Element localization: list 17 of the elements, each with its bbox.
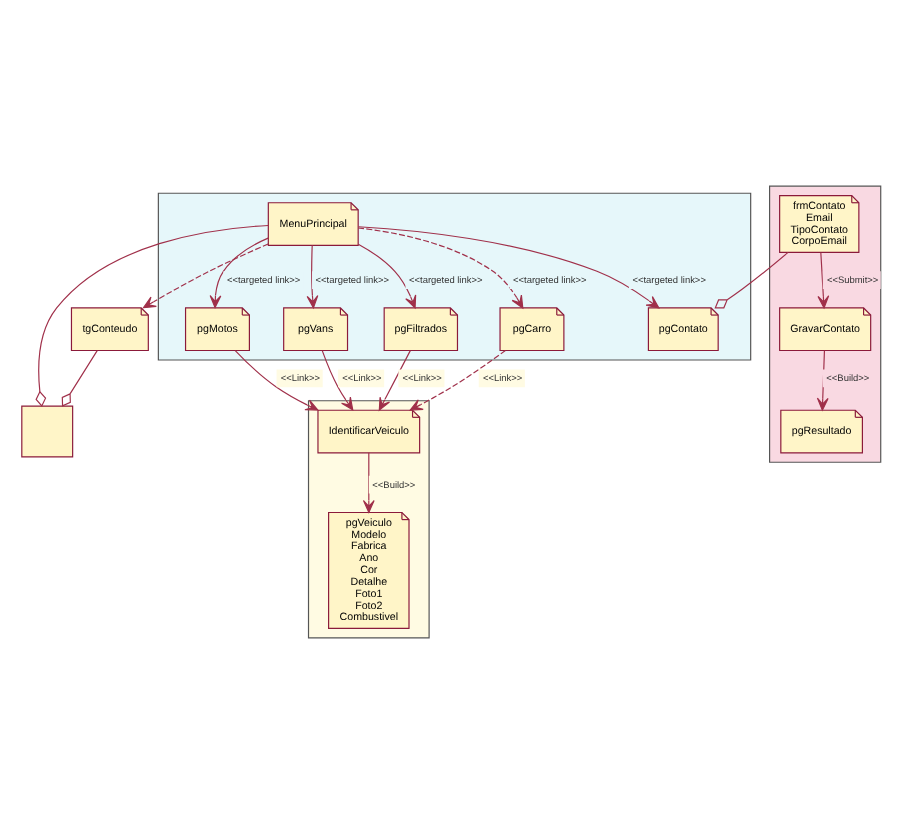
connector <box>714 250 789 308</box>
cluster <box>157 191 752 360</box>
arrow <box>357 226 524 308</box>
arrow <box>378 349 411 410</box>
connector <box>35 223 269 406</box>
arrow <box>362 451 375 512</box>
arrow <box>357 225 660 308</box>
arrow <box>209 236 269 308</box>
arrow <box>306 243 319 308</box>
node-box <box>21 404 74 457</box>
arrow <box>357 242 417 308</box>
arrow <box>409 348 506 410</box>
arrow <box>321 349 354 410</box>
arrow <box>142 242 269 308</box>
arrow <box>817 251 830 308</box>
arrow <box>234 348 319 410</box>
connector <box>61 349 98 406</box>
